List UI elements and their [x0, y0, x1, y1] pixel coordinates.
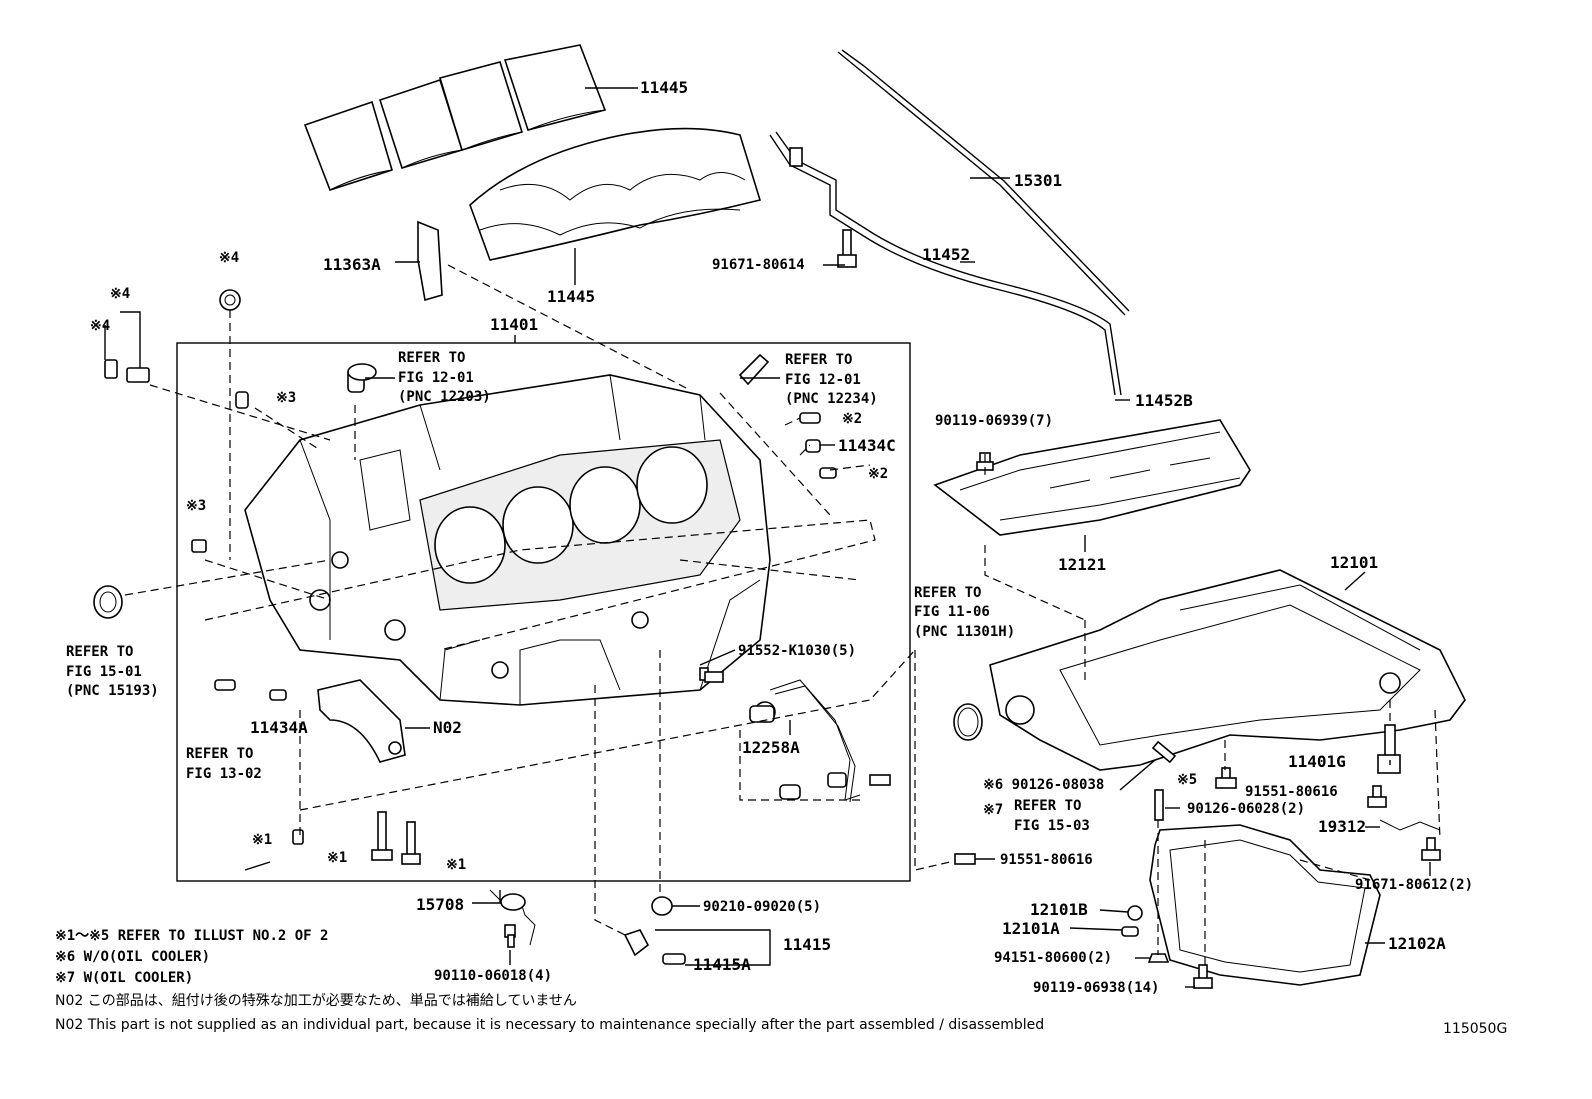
label-91671-80612: 91671-80612(2): [1355, 877, 1473, 893]
note-line-5-english: N02 This part is not supplied as an indi…: [55, 1017, 1044, 1033]
bearing-cap-n02-illustration: [317, 679, 406, 763]
ref-11301h-line2: FIG 11-06: [914, 604, 990, 620]
ref-15-03-line1: REFER TO: [1014, 798, 1081, 814]
leader-lines: [104, 87, 1431, 988]
label-90126-06028: 90126-06028(2): [1187, 801, 1305, 817]
label-11452: 11452: [922, 245, 970, 264]
label-11434c: 11434C: [838, 436, 896, 455]
mark-1-right: ※1: [446, 857, 466, 873]
ref-15193-line3: (PNC 15193): [66, 683, 159, 699]
note-line-4-japanese: N02 この部品は、組付け後の特殊な加工が必要なため、単品では補給していません: [55, 993, 577, 1009]
label-11401g: 11401G: [1288, 752, 1346, 771]
oil-pan-lower-12102a-illustration: [1149, 824, 1381, 986]
label-12102a: 12102A: [1388, 934, 1446, 953]
cylinder-block-illustration: [244, 374, 771, 706]
label-90110-06018: 90110-06018(4): [434, 968, 552, 984]
bolt-91671-80614-illustration: [837, 229, 857, 268]
mark-2-lower: ※2: [868, 466, 888, 482]
small-parts-right: [699, 353, 891, 803]
bottom-parts: [489, 889, 686, 965]
label-12101: 12101: [1330, 553, 1378, 572]
oil-pan-12101-illustration: [989, 569, 1466, 771]
bearing-lower-illustration: [469, 127, 762, 261]
ref-13-02-line2: FIG 13-02: [186, 766, 262, 782]
dashed-guides: [124, 264, 1441, 965]
label-11415a: 11415A: [693, 955, 751, 974]
mark-1-mid: ※1: [327, 850, 347, 866]
label-91551-80616-right: 91551-80616: [1245, 784, 1338, 800]
label-91552-k1030: 91552-K1030(5): [738, 643, 856, 659]
mark-5: ※5: [1177, 772, 1197, 788]
label-mark6-90126-08038: ※6 90126-08038: [983, 777, 1104, 793]
label-94151-80600: 94151-80600(2): [994, 950, 1112, 966]
illustration-id: 115050G: [1443, 1021, 1507, 1037]
mark-2-upper: ※2: [842, 411, 862, 427]
label-11415: 11415: [783, 935, 831, 954]
label-11445-lower: 11445: [547, 287, 595, 306]
mark-4-top: ※4: [219, 250, 239, 266]
mark-3-upper: ※3: [276, 390, 296, 406]
label-n02: N02: [433, 718, 462, 737]
label-19312: 19312: [1318, 817, 1366, 836]
ref-12203-line3: (PNC 12203): [398, 389, 491, 405]
label-12258a: 12258A: [742, 738, 800, 757]
mark-4-b: ※4: [90, 318, 110, 334]
bracket-11363a-illustration: [417, 220, 443, 302]
o-ring-11301h-illustration: [953, 703, 983, 741]
ref-13-02-line1: REFER TO: [186, 746, 253, 762]
label-90119-06938: 90119-06938(14): [1033, 980, 1159, 996]
ref-15193-line2: FIG 15-01: [66, 664, 142, 680]
label-15301: 15301: [1014, 171, 1062, 190]
mark-1-left: ※1: [252, 832, 272, 848]
oil-pan-fasteners: [954, 724, 1441, 989]
note-line-1: ※1～※5 REFER TO ILLUST NO.2 OF 2: [55, 928, 328, 944]
note-line-3: ※7 W(OIL COOLER): [55, 970, 193, 986]
label-90119-06939: 90119-06939(7): [935, 413, 1053, 429]
label-11401: 11401: [490, 315, 538, 334]
mark-4-a: ※4: [110, 286, 130, 302]
block-frame: [176, 342, 911, 882]
bearing-upper-illustration: [303, 44, 607, 191]
dipstick-guide-illustration: [769, 131, 1122, 396]
note-line-2: ※6 W/O(OIL COOLER): [55, 949, 210, 965]
label-15708: 15708: [416, 895, 464, 914]
dipstick-illustration: [837, 49, 1130, 316]
mark-7: ※7: [983, 802, 1003, 818]
ref-15-03-line2: FIG 15-03: [1014, 818, 1090, 834]
label-91551-80616-left: 91551-80616: [1000, 852, 1093, 868]
label-11434a: 11434A: [250, 718, 308, 737]
baffle-plate-12121-illustration: [933, 419, 1251, 536]
label-11452b: 11452B: [1135, 391, 1193, 410]
label-12121: 12121: [1058, 555, 1106, 574]
ref-15193-line1: REFER TO: [66, 644, 133, 660]
label-11445-upper: 11445: [640, 78, 688, 97]
ref-12234-line1: REFER TO: [785, 352, 852, 368]
label-12101b: 12101B: [1030, 900, 1088, 919]
ref-12203-line1: REFER TO: [398, 350, 465, 366]
label-91671-80614: 91671-80614: [712, 257, 805, 273]
ref-12234-line2: FIG 12-01: [785, 372, 861, 388]
mark-3-left: ※3: [186, 498, 206, 514]
label-11363a: 11363A: [323, 255, 381, 274]
ref-12234-line3: (PNC 12234): [785, 391, 878, 407]
ref-12203-line2: FIG 12-01: [398, 370, 474, 386]
ref-11301h-line3: (PNC 11301H): [914, 624, 1015, 640]
ref-11301h-line1: REFER TO: [914, 585, 981, 601]
label-12101a: 12101A: [1002, 919, 1060, 938]
label-90210-09020: 90210-09020(5): [703, 899, 821, 915]
seal-15193-illustration: [93, 585, 123, 619]
small-parts-left: [104, 289, 421, 865]
